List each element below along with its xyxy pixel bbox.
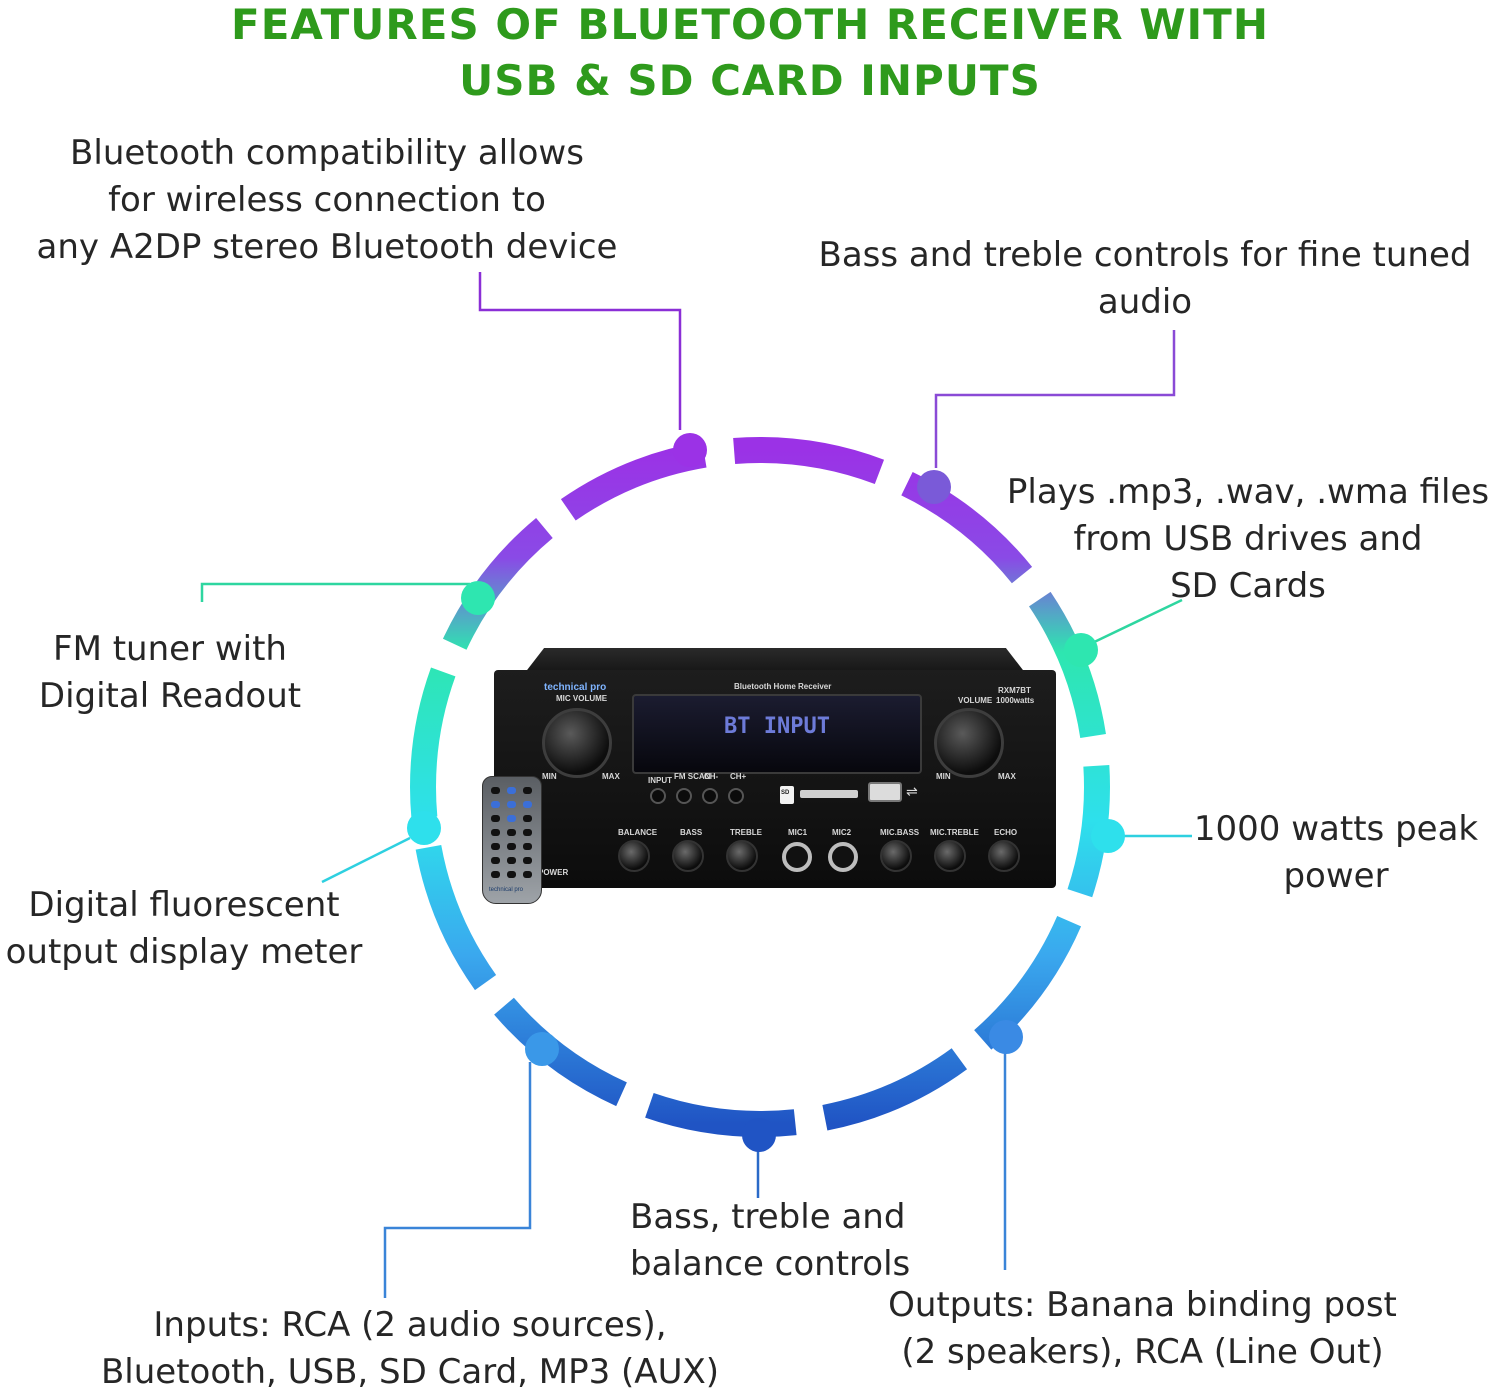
model-number: RXM7BT: [998, 686, 1031, 695]
feature-display: Digital fluorescent output display meter: [5, 885, 363, 972]
max-label: MAX: [602, 772, 620, 781]
fluorescent-display: BT INPUT: [632, 694, 922, 774]
ch-minus-button-label: CH-: [704, 772, 719, 781]
volume-label: VOLUME: [958, 696, 993, 705]
feature-outputs: Outputs: Banana binding post (2 speakers…: [888, 1285, 1397, 1372]
mic-volume-label: MIC VOLUME: [556, 694, 608, 703]
feature-plays: Plays .mp3, .wav, .wma files from USB dr…: [1006, 472, 1490, 606]
max-label: MAX: [998, 772, 1016, 781]
ch-minus-button: [702, 788, 718, 804]
mic-bass-knob: [880, 840, 912, 872]
balance-knob: [618, 840, 650, 872]
fm-scan-button: [676, 788, 692, 804]
mic2-jack: [828, 842, 858, 872]
connector-plays: [1087, 598, 1183, 647]
treble-label: TREBLE: [730, 828, 762, 837]
node-dot: [525, 1032, 559, 1066]
node-dot: [989, 1020, 1023, 1054]
receiver-header: Bluetooth Home Receiver: [734, 682, 832, 691]
mic-volume-knob: [542, 708, 612, 778]
connector-fm: [200, 582, 470, 602]
connector-inputs: [383, 1062, 532, 1298]
bass-label: BASS: [680, 828, 703, 837]
ch-plus-button: [728, 788, 744, 804]
fm-scan-button-label: FM SCAN: [674, 772, 711, 781]
feature-inputs: Inputs: RCA (2 audio sources), Bluetooth…: [100, 1305, 720, 1392]
volume-knob: [934, 708, 1004, 778]
node-dot: [1064, 633, 1098, 667]
remote-control: technical pro: [482, 776, 542, 904]
echo-label: ECHO: [994, 828, 1018, 837]
brand-logo: technical pro: [544, 682, 607, 693]
node-dot: [407, 811, 441, 845]
input-button-label: INPUT: [648, 776, 672, 785]
watts-label: 1000watts: [996, 696, 1035, 705]
mic-treble-knob: [934, 840, 966, 872]
page-title-line-2: USB & SD CARD INPUTS: [459, 56, 1041, 105]
mic2-label: MIC2: [832, 828, 852, 837]
node-dot: [461, 581, 495, 615]
bass-knob: [672, 840, 704, 872]
feature-bass-treble: Bass and treble controls for fine tuned …: [818, 235, 1472, 322]
mic-treble-label: MIC.TREBLE: [930, 828, 979, 837]
node-dot: [1091, 819, 1125, 853]
min-label: MIN: [542, 772, 557, 781]
input-button: [650, 788, 666, 804]
connector-display: [321, 836, 411, 884]
usb-icon: ⇌: [906, 784, 918, 800]
feature-bass-treble-balance: Bass, treble and balance controls: [630, 1197, 911, 1284]
min-label: MIN: [936, 772, 951, 781]
connector-bluetooth: [478, 272, 682, 430]
receiver-lid: [524, 648, 1026, 674]
sd-card-reader: [800, 790, 858, 798]
connector-bass-treble: [934, 330, 1176, 468]
node-dot: [742, 1118, 776, 1152]
feature-fm: FM tuner with Digital Readout: [38, 629, 302, 716]
node-dot: [917, 470, 951, 504]
feature-bluetooth: Bluetooth compatibility allows for wirel…: [36, 133, 618, 267]
echo-knob: [988, 840, 1020, 872]
display-text: BT INPUT: [724, 714, 830, 739]
sd-slot: SD: [780, 786, 794, 804]
bluetooth-receiver-image: technical pro Bluetooth Home Receiver RX…: [494, 648, 1056, 888]
usb-port: [868, 782, 902, 802]
node-dot: [673, 433, 707, 467]
power-label: POWER: [538, 868, 569, 877]
feature-watts: 1000 watts peak power: [1193, 809, 1479, 896]
mic1-label: MIC1: [788, 828, 808, 837]
page-title-line-1: FEATURES OF BLUETOOTH RECEIVER WITH: [231, 0, 1269, 49]
mic-bass-label: MIC.BASS: [880, 828, 920, 837]
balance-label: BALANCE: [618, 828, 658, 837]
mic1-jack: [782, 842, 812, 872]
remote-brand-logo: technical pro: [489, 887, 524, 893]
ch-plus-button-label: CH+: [730, 772, 747, 781]
treble-knob: [726, 840, 758, 872]
